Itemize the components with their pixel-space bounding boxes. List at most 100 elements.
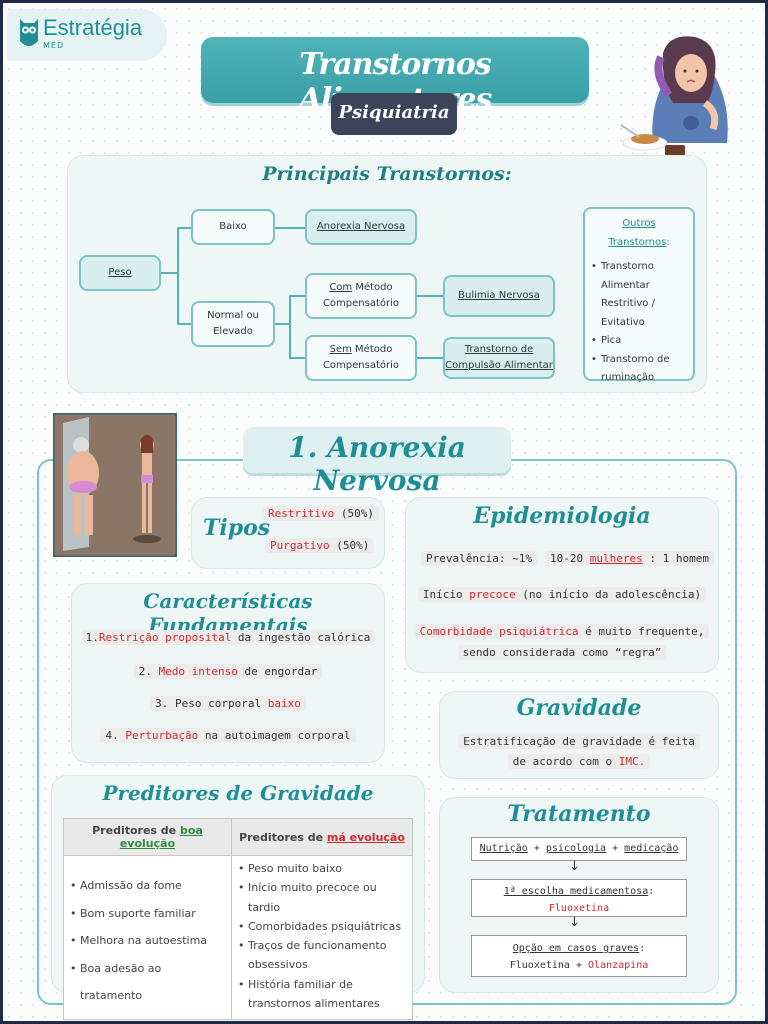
connector — [273, 323, 289, 325]
list-item: Admissão da fome — [70, 872, 225, 900]
node-peso: Peso — [79, 255, 161, 291]
caract-red: Restrição proposital — [98, 631, 232, 644]
inicio-precoce: precoce — [469, 588, 516, 601]
outros-item-text: Transtorno de — [601, 353, 670, 365]
list-item: Boa adesão ao tratamento — [70, 955, 225, 1010]
connector — [289, 295, 291, 357]
list-item: Melhora na autoestima — [70, 927, 225, 955]
node-anorexia: Anorexia Nervosa — [305, 209, 417, 245]
tr-colon: : — [648, 886, 655, 897]
section-title-banner — [243, 427, 511, 473]
header-ma-b: má evolução — [326, 830, 405, 844]
tipo-restritivo-pct: (50%) — [334, 507, 374, 520]
node-tca-line2: Compulsão Alimentar — [445, 360, 553, 371]
tipos-title: Tipos — [203, 515, 271, 541]
tipo-restritivo: Restritivo (50%) — [263, 506, 379, 521]
tr-olanzapina: Olanzapina — [588, 960, 649, 971]
tratamento-title: Tratamento — [507, 801, 651, 827]
caract-rest: na autoimagem corporal — [198, 729, 351, 742]
node-normal: Normal ou Elevado — [191, 301, 275, 347]
tr-colon: : — [639, 943, 646, 954]
list-item: História familiar de transtornos aliment… — [238, 975, 406, 1014]
gravidade-text: Estratificação de gravidade é feita de a… — [439, 732, 719, 773]
tr-fluox2: Fluoxetina — [509, 960, 570, 971]
arrow-down-icon: ↓ — [569, 859, 580, 874]
prevalencia: Prevalência: ~1% — [421, 551, 537, 566]
section-title: 1. Anorexia Nervosa — [288, 431, 466, 497]
outros-item-text: Evitativo — [601, 316, 645, 328]
node-peso-label: Peso — [108, 267, 132, 278]
gravidade-title: Gravidade — [516, 695, 642, 721]
outros-item-text: Alimentar — [601, 279, 650, 291]
tr-plus: + — [527, 843, 546, 854]
header-boa-a: Preditores de — [92, 824, 180, 837]
epidemiologia-panel — [405, 497, 719, 673]
preditores-header-ma: Preditores de má evolução — [231, 818, 413, 856]
tipo-restritivo-label: Restritivo — [268, 507, 335, 520]
epidemiologia-title: Epidemiologia — [473, 503, 651, 529]
node-bulimia: Bulimia Nervosa — [443, 275, 555, 317]
tratamento-step-3: Opção em casos graves: Fluoxetina + Olan… — [471, 935, 687, 977]
subtitle-banner — [331, 93, 457, 135]
node-sem-rest: Método — [351, 344, 393, 355]
brand-name: Estratégia — [43, 15, 143, 40]
mirror-body-image-illustration-icon — [53, 413, 177, 557]
ratio-a: 10-20 — [550, 552, 590, 565]
preditores-ma-cell: Peso muito baixo Início muito precoce ou… — [231, 855, 413, 1020]
connector — [415, 295, 443, 297]
tipo-purgativo-pct: (50%) — [329, 539, 370, 552]
tr-medicacao: medicação — [624, 843, 679, 854]
list-item: Início muito precoce ou tardio — [238, 878, 406, 917]
outros-item-text: Restritivo / — [601, 298, 655, 309]
tr-escolha: 1ª escolha medicamentosa — [503, 886, 649, 897]
ratio-b: : 1 homem — [642, 552, 709, 565]
tratamento-step-2: 1ª escolha medicamentosa: Fluoxetina — [471, 879, 687, 917]
node-com-rest: Método — [352, 282, 393, 293]
ratio-mulheres: mulheres — [589, 552, 643, 565]
tipo-purgativo-label: Purgativo — [270, 539, 330, 552]
node-tca: Transtorno de Compulsão Alimentar — [443, 337, 555, 379]
outros-box: Outros Transtornos: TranstornoAlimentarR… — [583, 207, 695, 383]
caract-num: 1. — [85, 631, 99, 644]
preditores-title: Preditores de Gravidade — [102, 781, 374, 805]
outros-title: Outros Transtornos — [608, 218, 667, 248]
node-sem-compensatorio: Compensatório — [322, 360, 400, 371]
caract-red: Medo intenso — [158, 665, 238, 678]
tipo-purgativo: Purgativo (50%) — [265, 538, 375, 553]
tr-nutricao: Nutrição — [479, 843, 528, 854]
node-com-underline: Com — [329, 282, 353, 293]
connector — [289, 357, 305, 359]
connector — [177, 227, 179, 325]
tr-psicologia: psicologia — [545, 843, 607, 854]
gravidade-imc: IMC. — [618, 755, 646, 769]
node-tca-line1: Transtorno de — [464, 344, 534, 355]
arrow-down-icon: ↓ — [569, 915, 580, 930]
node-normal-line2: Elevado — [213, 326, 253, 337]
outros-item-text: Transtorno — [601, 261, 654, 272]
node-baixo: Baixo — [191, 209, 275, 245]
node-bulimia-label: Bulimia Nervosa — [458, 290, 540, 301]
caract-item-4: 4. Perturbação na autoimagem corporal — [71, 728, 385, 743]
principais-title: Principais Transtornos: — [262, 163, 512, 185]
node-normal-line1: Normal ou — [207, 310, 259, 321]
girl-eating-illustration-icon — [620, 36, 728, 164]
comorbidade: Comorbidade psiquiátrica é muito frequen… — [405, 622, 719, 664]
node-sem-underline: Sem — [329, 344, 352, 355]
gravidade-line1: Estratificação de gravidade é feita — [458, 734, 700, 749]
owl-logo-icon — [20, 19, 38, 46]
tr-plus: + — [606, 843, 625, 854]
node-com-compensatorio: Compensatório — [322, 298, 400, 309]
connector — [177, 323, 191, 325]
node-baixo-label: Baixo — [219, 221, 247, 232]
caract-rest: de engordar — [237, 665, 318, 678]
tr-fluoxetina: Fluoxetina — [548, 903, 610, 914]
caract-rest: da ingestão calórica — [231, 631, 371, 644]
connector — [177, 227, 191, 229]
caract-num: 3. Peso corporal — [155, 697, 268, 710]
tr-graves: Opção em casos graves — [512, 943, 640, 954]
title-banner — [201, 37, 589, 103]
